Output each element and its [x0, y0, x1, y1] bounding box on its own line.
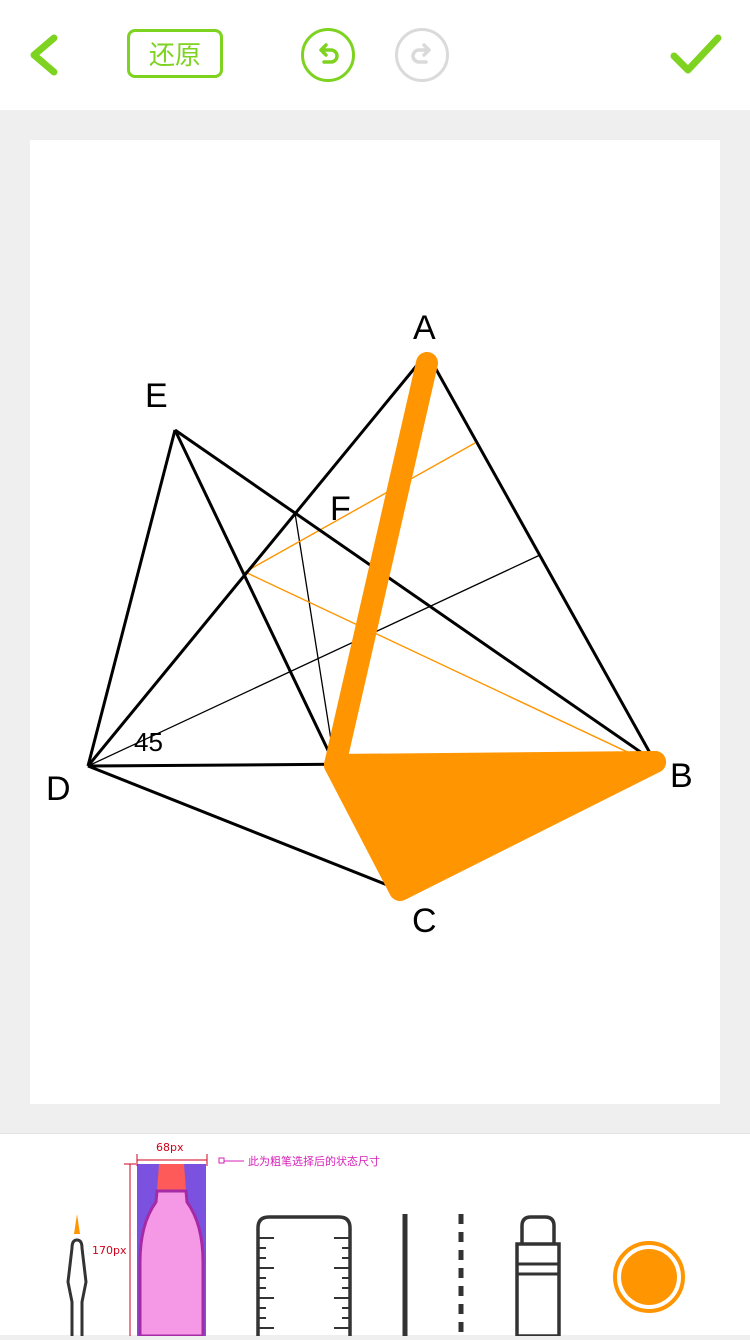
- orange-thick-stroke: [324, 352, 666, 901]
- label-f: F: [330, 490, 351, 528]
- solid-line-icon: [402, 1214, 408, 1336]
- color-picker-button[interactable]: [612, 1240, 686, 1314]
- tool-bar: 68px 170px 此为粗笔选择后的状态尺寸: [0, 1133, 750, 1338]
- thin-pen-tool[interactable]: [60, 1212, 94, 1336]
- line-ab: [425, 352, 657, 763]
- restore-button[interactable]: 还原: [127, 29, 223, 78]
- label-b: B: [670, 757, 693, 795]
- line-da: [86, 352, 429, 767]
- dashed-line-tool[interactable]: [454, 1214, 468, 1336]
- orange-thin-line-1: [244, 442, 476, 573]
- thin-line-d-ab: [87, 554, 541, 767]
- line-eb: [174, 428, 656, 764]
- drawing-canvas[interactable]: A B C D E F 45: [30, 140, 720, 1104]
- label-angle: 45: [134, 727, 163, 757]
- eraser-icon: [515, 1215, 561, 1338]
- thick-pen-icon: [137, 1164, 206, 1338]
- redo-button[interactable]: [395, 28, 449, 82]
- width-annotation: 68px: [156, 1141, 184, 1154]
- thin-line-f: [294, 512, 336, 766]
- thick-pen-tool[interactable]: [137, 1164, 206, 1338]
- ruler-tool[interactable]: [255, 1214, 353, 1336]
- color-swatch-icon: [613, 1241, 685, 1313]
- solid-line-tool[interactable]: [398, 1214, 412, 1336]
- height-dimension-line: [124, 1163, 136, 1336]
- undo-icon: [319, 43, 339, 64]
- canvas-area: A B C D E F 45: [0, 110, 750, 1132]
- annotation-note: 此为粗笔选择后的状态尺寸: [248, 1155, 380, 1168]
- back-button[interactable]: [22, 30, 72, 80]
- checkmark-icon: [670, 34, 722, 74]
- width-dimension-line: [136, 1154, 208, 1166]
- height-annotation: 170px: [92, 1244, 127, 1257]
- geometry-diagram: A B C D E F 45: [46, 309, 693, 940]
- line-e-mid: [173, 429, 337, 766]
- label-c: C: [412, 902, 437, 940]
- label-a: A: [413, 309, 436, 347]
- thin-pen-icon: [66, 1214, 88, 1336]
- dashed-line-icon: [458, 1214, 464, 1336]
- line-dc: [87, 764, 401, 892]
- confirm-button[interactable]: [668, 30, 724, 80]
- label-e: E: [145, 377, 168, 415]
- chevron-left-icon: [30, 34, 58, 76]
- ruler-icon: [256, 1215, 352, 1336]
- undo-button[interactable]: [301, 28, 355, 82]
- line-de: [86, 429, 177, 767]
- orange-thin-line-2: [244, 571, 656, 766]
- redo-icon: [411, 43, 431, 64]
- label-d: D: [46, 770, 71, 808]
- eraser-tool[interactable]: [513, 1214, 563, 1338]
- orange-thick-base: [324, 751, 666, 776]
- note-connector: [218, 1157, 244, 1164]
- top-bar: 还原: [0, 0, 750, 110]
